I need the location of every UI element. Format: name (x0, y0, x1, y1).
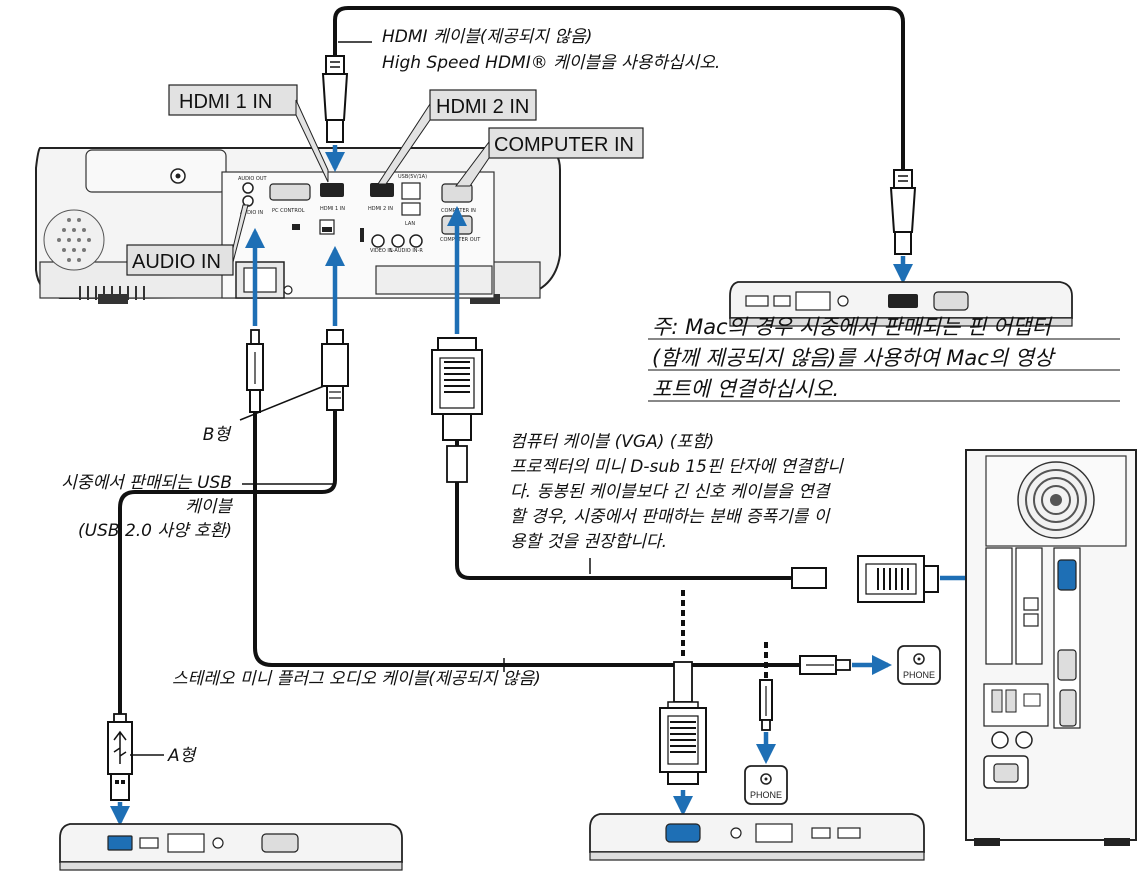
vga-note-line5: 용할 것을 권장합니다. (510, 532, 667, 552)
vga-note-line3: 다. 동봉된 케이블보다 긴 신호 케이블을 연결 (510, 482, 832, 502)
type-a-label: A형 (167, 746, 198, 766)
phone-jack-icon-right: PHONE (898, 646, 940, 684)
laptop-bottom-center (590, 814, 924, 860)
audio-jack-plug (247, 330, 263, 412)
vga-note-line1: 컴퓨터 케이블 (VGA) (포함) (510, 432, 714, 452)
phone-label-right: PHONE (903, 670, 935, 680)
panel-l-audio-in-r-text: L-AUDIO IN-R (390, 248, 423, 254)
computer-in-label: COMPUTER IN (494, 134, 634, 156)
stereo-right-plug (800, 656, 850, 674)
panel-usb-power-text: USB(5V/1A) (398, 174, 427, 180)
vga-top-plug (432, 338, 482, 482)
projector: AUDIO OUT PC CONTROL HDMI 1 IN HDMI 2 IN… (36, 148, 560, 304)
audio-in-label: AUDIO IN (132, 251, 221, 273)
hdmi-right-connector (891, 170, 915, 254)
phone-label-bottom: PHONE (750, 790, 782, 800)
usb-cable-note-line2: 케이블 (185, 497, 233, 517)
vga-right-plug (792, 556, 938, 602)
mac-note-line2: (함께 제공되지 않음)를 사용하여 Mac의 영상 (652, 346, 1056, 370)
panel-pc-control-text: PC CONTROL (272, 208, 305, 214)
usb-b-plug (322, 330, 348, 410)
vga-note-line2: 프로젝터의 미니 D-sub 15핀 단자에 연결합니 (510, 457, 844, 477)
panel-hdmi1-text: HDMI 1 IN (320, 206, 345, 212)
usb-cable-note-line1: 시중에서 판매되는 USB (61, 473, 232, 493)
panel-hdmi2-text: HDMI 2 IN (368, 206, 393, 212)
vga-bottom-plug (660, 662, 706, 784)
laptop-bottom-left (60, 824, 402, 870)
mac-note-line3: 포트에 연결하십시오. (652, 377, 839, 401)
type-b-label: B형 (203, 425, 233, 445)
panel-lan-text: LAN (405, 221, 415, 227)
mac-note-line1: 주: Mac의 경우 시중에서 판매되는 핀 어댑터 (652, 315, 1053, 339)
panel-computer-out-text: COMPUTER OUT (440, 237, 481, 243)
hdmi1-label: HDMI 1 IN (179, 91, 272, 113)
phone-jack-icon-bottom: PHONE (745, 766, 787, 804)
hdmi-top-connector (323, 56, 347, 142)
audio-bottom-plug (760, 680, 772, 730)
hdmi-cable-note: HDMI 케이블(제공되지 않음) (382, 27, 592, 47)
usb-cable-note-line3: (USB 2.0 사양 호환) (78, 521, 232, 541)
hdmi2-label: HDMI 2 IN (436, 96, 529, 118)
stereo-cable-note: 스테레오 미니 플러그 오디오 케이블(제공되지 않음) (172, 669, 541, 689)
desktop-pc (966, 450, 1136, 846)
hdmi-highspeed-note: High Speed HDMI® 케이블을 사용하십시오. (382, 53, 720, 73)
panel-audio-out-text: AUDIO OUT (238, 176, 268, 182)
usb-a-plug (108, 714, 132, 800)
vga-note-line4: 할 경우, 시중에서 판매하는 분배 증폭기를 이 (510, 507, 831, 527)
